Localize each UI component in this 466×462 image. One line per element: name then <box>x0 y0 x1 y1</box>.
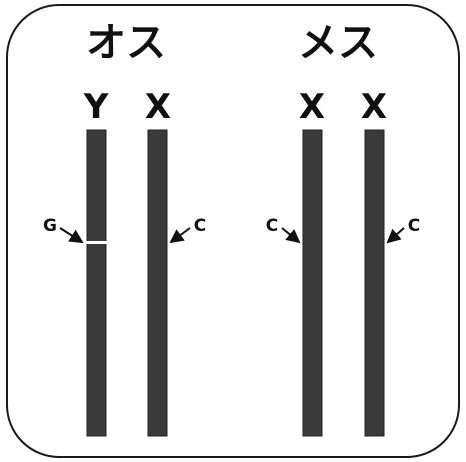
chromosome-label-y: Y <box>83 87 109 127</box>
chromosome-bar-x-female-2 <box>364 129 385 437</box>
allele-label-c-female-2: C <box>408 216 420 236</box>
chromosome-label-x-male: X <box>145 87 171 127</box>
allele-band-gap <box>86 241 107 244</box>
arrow-c-male <box>169 227 191 244</box>
chromosome-label-x-female-2: X <box>361 87 387 127</box>
allele-label-c-female-1: C <box>266 216 278 236</box>
arrow-g <box>59 227 84 244</box>
allele-label-c-male: C <box>194 216 206 236</box>
group-label-female: メス <box>298 20 378 66</box>
chromosome-label-x-female-1: X <box>299 87 325 127</box>
chromosome-bar-x-male <box>147 129 168 437</box>
arrow-c-female-1 <box>281 227 301 244</box>
allele-label-g: G <box>43 216 57 236</box>
chromosome-bar-x-female-1 <box>302 129 323 437</box>
group-label-male: オス <box>86 20 166 66</box>
chromosome-bar-y <box>86 129 107 437</box>
frame-border <box>6 4 460 458</box>
arrow-c-female-2 <box>386 227 405 244</box>
